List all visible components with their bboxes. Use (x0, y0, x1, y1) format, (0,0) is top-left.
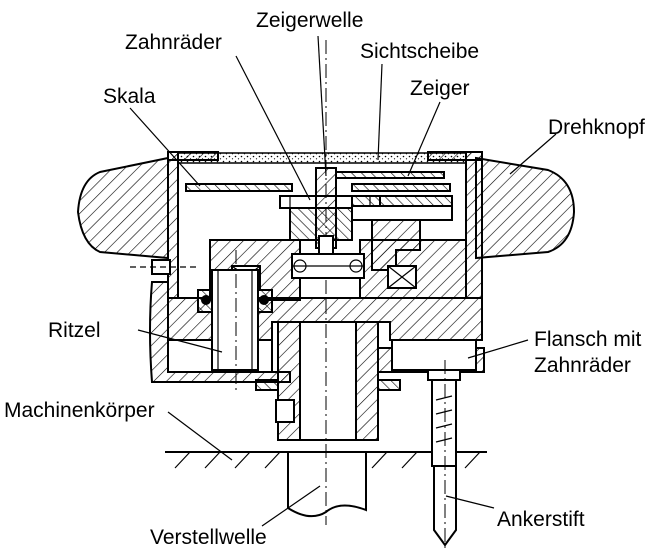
pointer-shaft (315, 40, 337, 300)
label-ankerstift: Ankerstift (497, 508, 585, 531)
knob-drehknopf (76, 151, 576, 341)
scale-ring-right (351, 183, 451, 192)
label-ritzel: Ritzel (48, 319, 101, 342)
label-maschinenkoerper: Machinenkörper (4, 399, 155, 422)
label-zeigerwelle: Zeigerwelle (256, 9, 363, 32)
scale-ring (185, 183, 293, 192)
adjusting-shaft (287, 300, 367, 525)
leader-lines (129, 35, 557, 527)
label-flansch-line2: Zahnräder (534, 354, 631, 377)
label-sichtscheibe: Sichtscheibe (360, 40, 479, 63)
ball-bearing (291, 253, 365, 279)
set-screw (130, 259, 200, 275)
pinion-ritzel (197, 250, 273, 392)
label-drehknopf: Drehknopf (548, 116, 645, 139)
pointer (335, 171, 445, 179)
label-verstellwelle: Verstellwelle (150, 526, 267, 549)
label-zeiger: Zeiger (410, 77, 470, 100)
label-skala: Skala (103, 85, 156, 108)
sight-glass (177, 152, 467, 164)
anchor-pin (427, 360, 461, 552)
label-zahnraeder: Zahnräder (125, 31, 222, 54)
label-flansch-line1: Flansch mit (534, 328, 642, 351)
